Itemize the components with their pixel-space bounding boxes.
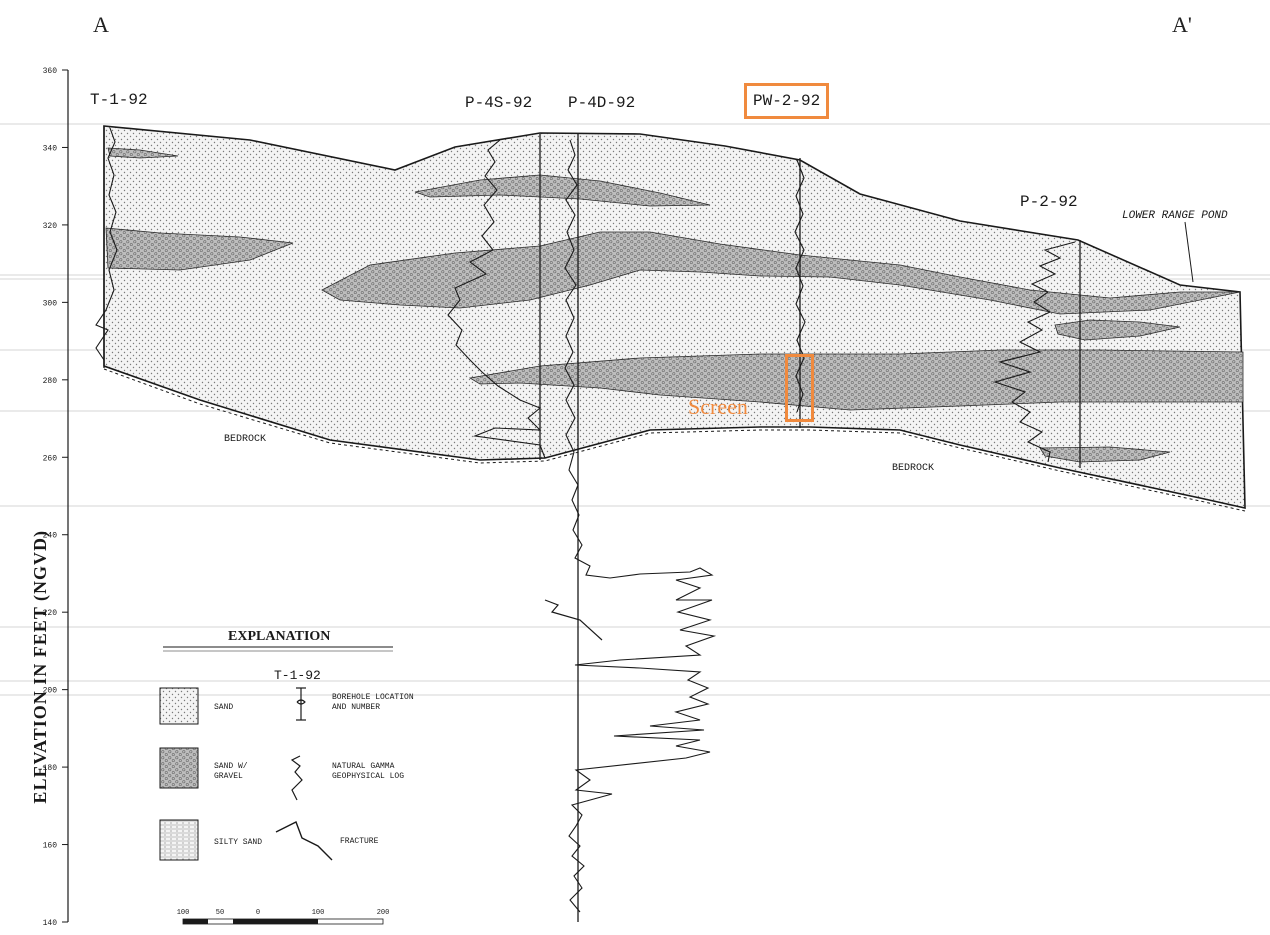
y-tick-label: 260 [43, 454, 58, 463]
legend-fracture-symbol [276, 822, 332, 860]
section-end-label: A' [1172, 12, 1192, 38]
well-label-p2: P-2-92 [1020, 193, 1078, 211]
bedrock-label-left: BEDROCK [224, 434, 266, 445]
y-tick-label: 360 [43, 67, 58, 76]
well-label-t1: T-1-92 [90, 91, 148, 109]
legend-silty-label: SILTY SAND [214, 838, 262, 847]
legend-silty-swatch [160, 820, 198, 860]
scale-tick: 0 [256, 909, 260, 917]
legend-borehole-label-1: BOREHOLE LOCATION [332, 693, 414, 702]
y-tick-label: 320 [43, 222, 58, 231]
legend-borehole-example: T-1-92 [274, 668, 321, 683]
legend-borehole-symbol [296, 688, 306, 720]
bedrock-label-right: BEDROCK [892, 463, 934, 474]
legend-gamma-symbol [292, 756, 302, 800]
lower-range-pond-label: LOWER RANGE POND [1122, 210, 1228, 222]
legend-gravel-label-1: SAND W/ [214, 762, 248, 771]
screen-label: Screen [688, 394, 748, 420]
legend-fracture-label: FRACTURE [340, 837, 379, 846]
legend-gravel-swatch [160, 748, 198, 788]
scale-bar: 100 50 0 100 200 [177, 909, 390, 924]
legend-sand-label: SAND [214, 703, 233, 712]
fracture-on-log [545, 600, 602, 640]
y-tick-label: 140 [43, 919, 58, 928]
y-tick-label: 280 [43, 377, 58, 386]
legend-title: EXPLANATION [228, 629, 330, 644]
well-label-pw2-highlight: PW-2-92 [744, 83, 829, 119]
pond-pointer [1185, 222, 1193, 282]
legend-sand-swatch [160, 688, 198, 724]
y-tick-label: 340 [43, 144, 58, 153]
scale-tick: 100 [177, 909, 190, 917]
y-axis-title: ELEVATION IN FEET (NGVD) [30, 530, 51, 804]
legend-gamma-label-2: GEOPHYSICAL LOG [332, 772, 404, 781]
section-start-label: A [93, 12, 109, 38]
scale-tick: 100 [312, 909, 325, 917]
legend-borehole-label-2: AND NUMBER [332, 703, 380, 712]
y-tick-label: 300 [43, 299, 58, 308]
legend-gravel-label-2: GRAVEL [214, 772, 243, 781]
well-label-p4d: P-4D-92 [568, 94, 635, 112]
screen-interval-box [785, 354, 814, 422]
y-tick-label: 160 [43, 842, 58, 851]
scale-tick: 50 [216, 909, 224, 917]
scale-tick: 200 [377, 909, 390, 917]
well-label-p4s: P-4S-92 [465, 94, 532, 112]
legend-gamma-label-1: NATURAL GAMMA [332, 762, 395, 771]
